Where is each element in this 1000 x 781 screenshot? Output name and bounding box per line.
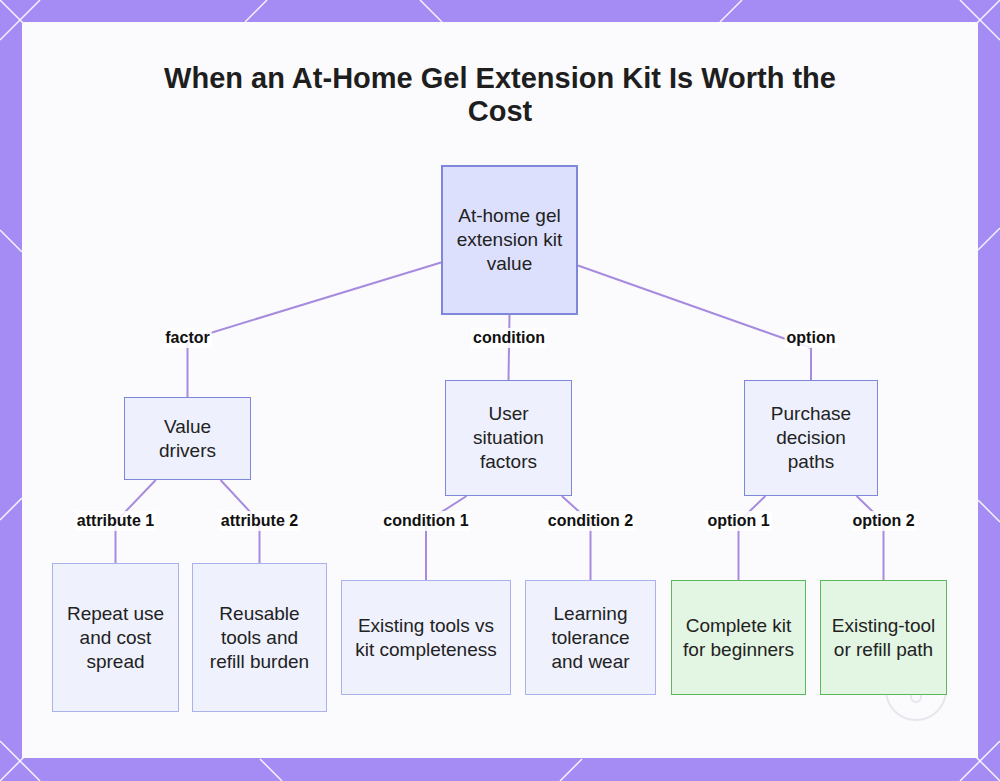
condition-box: Learning tolerance and wear xyxy=(525,580,656,695)
node-text: Existing-tool or refill path xyxy=(829,614,938,662)
category-box: Value drivers xyxy=(124,397,251,480)
frame-line xyxy=(260,759,282,781)
edge-label: option 2 xyxy=(850,511,916,531)
connector-line xyxy=(739,496,766,580)
edge-label: option xyxy=(785,328,838,348)
node-text: User situation factors xyxy=(454,402,563,474)
category-box: Purchase decision paths xyxy=(744,380,878,496)
root-box: At-home gel extension kit value xyxy=(441,165,578,315)
connector-line xyxy=(562,496,591,580)
attribute-box: Reusable tools and refill burden xyxy=(192,563,327,712)
node-text: Complete kit for beginners xyxy=(680,614,797,662)
frame-line xyxy=(0,498,22,520)
connector-line xyxy=(857,496,884,580)
node-text: At-home gel extension kit value xyxy=(451,204,568,276)
edge-label: condition 1 xyxy=(381,511,470,531)
frame-line xyxy=(560,759,582,781)
diagram-title: When an At-Home Gel Extension Kit Is Wor… xyxy=(150,62,850,128)
node-text: Repeat use and cost spread xyxy=(61,602,170,674)
category-box: User situation factors xyxy=(445,380,572,496)
frame-line xyxy=(245,0,267,22)
frame-line xyxy=(978,500,1000,522)
edge-label: attribute 1 xyxy=(75,511,156,531)
node-text: Existing tools vs kit completeness xyxy=(350,614,502,662)
edge-label: attribute 2 xyxy=(219,511,300,531)
condition-box: Existing tools vs kit completeness xyxy=(341,580,511,695)
connector-line xyxy=(578,266,811,381)
frame-line xyxy=(0,230,22,252)
connector-line xyxy=(188,263,442,398)
connector-line xyxy=(426,496,467,580)
node-text: Learning tolerance and wear xyxy=(534,602,647,674)
edge-label: condition xyxy=(471,328,547,348)
frame-line xyxy=(720,0,742,22)
content-panel xyxy=(22,22,978,758)
node-text: Value drivers xyxy=(133,415,242,463)
node-text: Reusable tools and refill burden xyxy=(201,602,318,674)
attribute-box: Repeat use and cost spread xyxy=(52,563,179,712)
frame-line xyxy=(420,0,442,22)
node-text: Purchase decision paths xyxy=(753,402,869,474)
edge-label: condition 2 xyxy=(546,511,635,531)
edge-label: option 1 xyxy=(705,511,771,531)
edge-label: factor xyxy=(163,328,211,348)
frame-line xyxy=(978,228,1000,250)
option-box: Existing-tool or refill path xyxy=(820,580,947,695)
option-box: Complete kit for beginners xyxy=(671,580,806,695)
